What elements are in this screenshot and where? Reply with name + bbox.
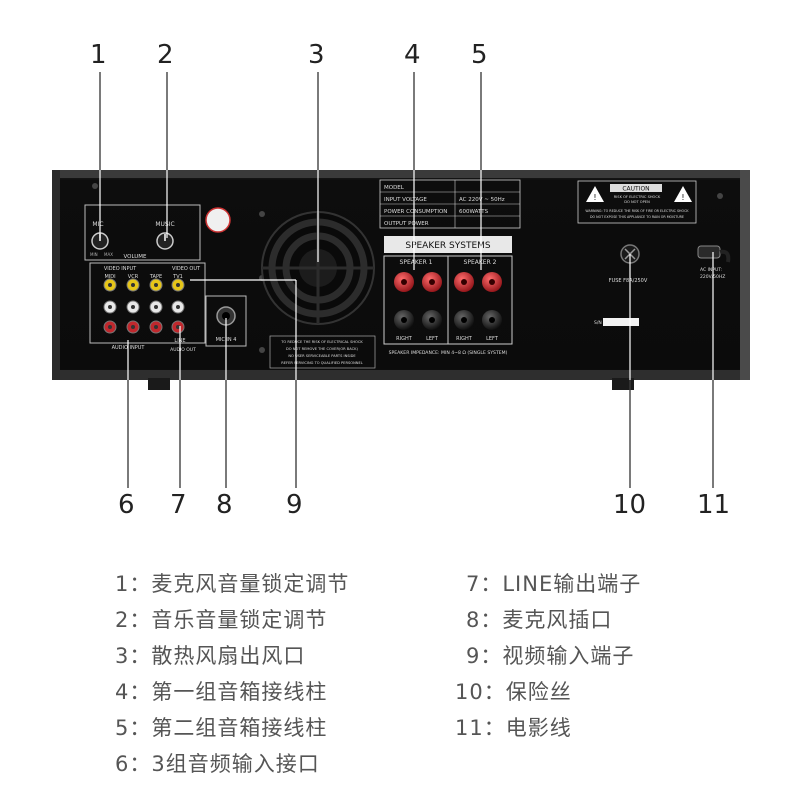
spec-model-label: MODEL (384, 185, 405, 191)
callout-7: 7 (170, 490, 187, 520)
audio-out-label: AUDIO OUT (170, 347, 196, 353)
speaker-impedance-label: SPEAKER IMPEDANCE: MIN 4~8 Ω (SINGLE SYS… (389, 350, 508, 356)
legend-item-2: 2：音乐音量锁定调节 (115, 608, 328, 632)
callout-10: 10 (613, 490, 647, 520)
callout-9: 9 (286, 490, 303, 520)
legend-item-11: 11：电影线 (455, 716, 572, 740)
legend-item-3: 3：散热风扇出风口 (115, 644, 306, 668)
music-knob-label: MUSIC (155, 221, 174, 228)
jack-label-tape: TAPE (149, 274, 162, 280)
speaker1-left-label: LEFT (426, 336, 439, 342)
warning-line-2: DO NOT REMOVE THE COVER(OR BACK) (286, 347, 359, 351)
mic-knob-label: MIC (92, 221, 103, 228)
callout-6: 6 (118, 490, 135, 520)
legend-item-7: 7：LINE输出端子 (466, 572, 642, 596)
cooling-fan-grille (261, 211, 375, 325)
caution-sub-1: RISK OF ELECTRIC SHOCK (614, 195, 661, 199)
legend-item-6: 6：3组音频输入接口 (115, 752, 320, 776)
video-input-label: VIDEO INPUT (104, 266, 137, 272)
jack-label-midi: MIDI (104, 274, 115, 280)
callout-8: 8 (216, 490, 233, 520)
callout-1: 1 (90, 40, 107, 70)
speaker1-label: SPEAKER 1 (400, 259, 433, 266)
video-out-label: VIDEO OUT (172, 266, 201, 272)
spec-input-voltage-label: INPUT VOLTAGE (384, 197, 427, 203)
legend-item-5: 5：第二组音箱接线柱 (115, 716, 328, 740)
callout-5: 5 (471, 40, 488, 70)
legend-item-9: 9：视频输入端子 (466, 644, 635, 668)
knob-min-label: MIN (90, 252, 98, 257)
speaker-terminal-block: SPEAKER SYSTEMS SPEAKER 1 SPEAKER 2 RIGH… (383, 236, 513, 356)
caution-warning-1: WARNING: TO REDUCE THE RISK OF FIRE OR E… (585, 209, 689, 213)
speaker-systems-label: SPEAKER SYSTEMS (405, 241, 491, 251)
spec-output-power-label: OUTPUT POWER (384, 221, 429, 227)
serial-label: S/N (594, 320, 602, 326)
legend-item-1: 1：麦克风音量锁定调节 (115, 572, 350, 596)
caution-title: CAUTION (622, 186, 649, 193)
svg-text:!: ! (681, 193, 684, 202)
serial-number-sticker: S/N (594, 318, 639, 326)
volume-label: VOLUME (123, 254, 147, 260)
caution-warning-2: DO NOT EXPOSE THIS APPLIANCE TO RAIN OR … (590, 215, 684, 219)
electric-shock-warning: TO REDUCE THE RISK OF ELECTRICAL SHOCK D… (269, 335, 376, 369)
knob-max-label: MAX (104, 252, 113, 257)
ac-input-label: AC INPUT: (700, 267, 722, 273)
speaker1-right-label: RIGHT (396, 336, 413, 342)
spec-table: MODEL INPUT VOLTAGE AC 220V ~ 50Hz POWER… (379, 179, 521, 229)
legend-item-8: 8：麦克风插口 (466, 608, 613, 632)
legend-item-4: 4：第一组音箱接线柱 (115, 680, 328, 704)
speaker2-right-label: RIGHT (456, 336, 473, 342)
callout-4: 4 (404, 40, 421, 70)
volume-knob-panel: MIC MUSIC VOLUME MIN MAX (84, 204, 231, 261)
spec-input-voltage-value: AC 220V ~ 50Hz (459, 197, 505, 203)
speaker2-label: SPEAKER 2 (464, 259, 497, 266)
caution-label: ! ! CAUTION RISK OF ELECTRIC SHOCK DO NO… (577, 180, 697, 224)
quality-seal-sticker (205, 207, 231, 233)
callout-3: 3 (308, 40, 325, 70)
legend-item-10: 10：保险丝 (455, 680, 572, 704)
warning-line-4: REFER SERVICING TO QUALIFIED PERSONNEL (281, 361, 362, 365)
spec-power-consumption-label: POWER CONSUMPTION (384, 209, 447, 215)
fuse-label: FUSE F8A/250V (609, 278, 648, 284)
warning-line-1: TO REDUCE THE RISK OF ELECTRICAL SHOCK (280, 340, 363, 344)
callout-11: 11 (697, 490, 731, 520)
speaker2-left-label: LEFT (486, 336, 499, 342)
warning-line-3: NO USER SERVICEABLE PARTS INSIDE (288, 354, 356, 358)
jack-label-tv1: TV1 (172, 274, 183, 280)
jack-label-vcr: VCR (128, 274, 139, 280)
spec-power-consumption-value: 600WATTS (459, 209, 489, 215)
caution-sub-2: DO NOT OPEN (624, 200, 650, 204)
svg-text:!: ! (593, 193, 596, 202)
callout-2: 2 (157, 40, 174, 70)
